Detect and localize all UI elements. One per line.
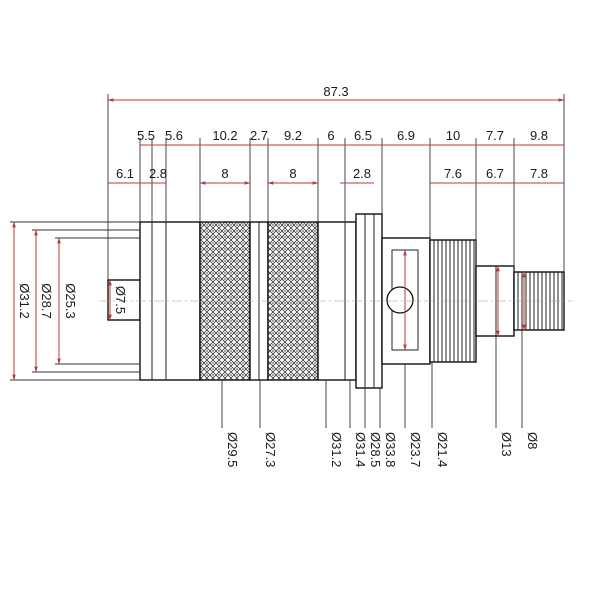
knurled-ring-1 (199, 221, 251, 381)
second-dim-label: 8 (289, 166, 296, 181)
top-row-labels: 5.5 5.6 10.2 2.7 9.2 6 6.5 6.9 10 7.7 9.8 (137, 128, 548, 143)
top-dim-label: 9.2 (284, 128, 302, 143)
stem-left (107, 279, 141, 321)
overall-length-label: 87.3 (323, 84, 348, 99)
part-outline (100, 213, 572, 389)
bottom-diameter-label: Ø29.5 (225, 432, 240, 467)
second-dim-label: 2.8 (149, 166, 167, 181)
dimension-lines (12, 98, 565, 381)
bottom-diameter-label: Ø28.5 (368, 432, 383, 467)
top-dim-label: 7.7 (486, 128, 504, 143)
top-dim-label: 6.9 (397, 128, 415, 143)
bottom-diameter-label: Ø21.4 (435, 432, 450, 467)
bottom-diameter-label: Ø33.8 (383, 432, 398, 467)
extension-lines (10, 94, 565, 428)
left-diameter-label: Ø31.2 (17, 283, 32, 318)
second-dim-label: 6.1 (116, 166, 134, 181)
second-dim-label: 7.6 (444, 166, 462, 181)
left-diameter-label: Ø25.3 (63, 283, 78, 318)
bottom-diameter-label: Ø31.4 (353, 432, 368, 467)
bottom-diameter-label: Ø13 (499, 432, 514, 457)
bottom-diameter-label: Ø23.7 (408, 432, 423, 467)
top-dim-label: 10 (446, 128, 460, 143)
second-dim-label: 2.8 (353, 166, 371, 181)
second-dim-label: 8 (221, 166, 228, 181)
dimension-labels: 87.3 5.5 5.6 10.2 2.7 9.2 6 6.5 6.9 10 7.7 9.8 6.1… (17, 84, 548, 467)
second-dim-label: 7.8 (530, 166, 548, 181)
bottom-diameter-label: Ø31.2 (329, 432, 344, 467)
left-diameter-labels: Ø31.2 Ø28.7 Ø25.3 Ø7.5 (17, 283, 128, 318)
top-dim-label: 5.6 (165, 128, 183, 143)
left-diameter-label: Ø7.5 (113, 286, 128, 314)
left-diameter-label: Ø28.7 (39, 283, 54, 318)
second-row-labels: 6.1 2.8 8 8 2.8 7.6 6.7 7.8 (116, 166, 548, 181)
bottom-diameter-label: Ø8 (525, 432, 540, 449)
top-dim-label: 10.2 (212, 128, 237, 143)
second-dim-label: 6.7 (486, 166, 504, 181)
top-dim-label: 2.7 (250, 128, 268, 143)
top-dim-label: 6.5 (354, 128, 372, 143)
top-dim-label: 6 (327, 128, 334, 143)
top-dim-label: 9.8 (530, 128, 548, 143)
port-hole (386, 286, 414, 314)
bottom-diameter-label: Ø27.3 (263, 432, 278, 467)
top-dim-label: 5.5 (137, 128, 155, 143)
